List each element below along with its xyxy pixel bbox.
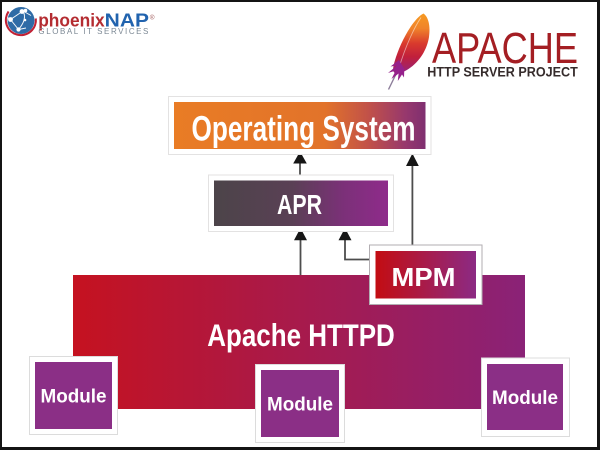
svg-text:Operating System: Operating System <box>192 110 416 149</box>
svg-text:APR: APR <box>277 189 322 220</box>
svg-text:APACHE: APACHE <box>432 24 578 73</box>
svg-text:Module: Module <box>267 394 333 416</box>
svg-text:Module: Module <box>41 385 107 407</box>
svg-text:Apache HTTPD: Apache HTTPD <box>207 317 395 353</box>
svg-text:Module: Module <box>492 387 558 409</box>
svg-text:®: ® <box>150 14 155 22</box>
svg-text:NAP: NAP <box>105 11 149 31</box>
svg-text:GLOBAL IT SERVICES: GLOBAL IT SERVICES <box>38 27 148 36</box>
svg-text:MPM: MPM <box>392 262 456 292</box>
svg-text:HTTP SERVER PROJECT: HTTP SERVER PROJECT <box>427 65 578 80</box>
svg-text:phoenix: phoenix <box>38 11 105 31</box>
